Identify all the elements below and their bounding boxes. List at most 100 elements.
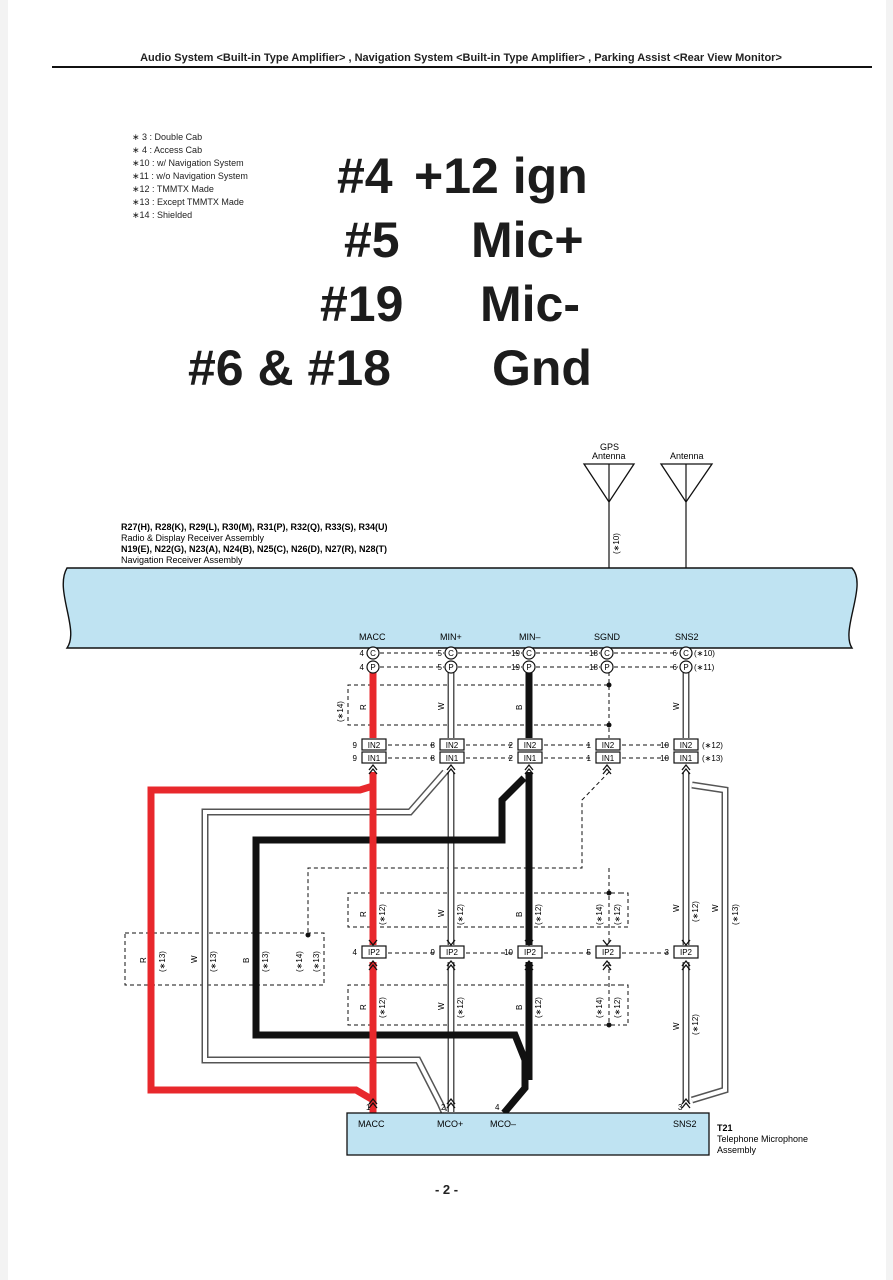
option-note: (∗12) (378, 904, 387, 925)
ip2-pin: 4 (353, 948, 358, 957)
overlay-pin-6-18: #6 & #18 (188, 340, 391, 396)
note-item: ∗ 3 : Double Cab (132, 132, 203, 142)
note-item: ∗10 : w/ Navigation System (132, 158, 244, 168)
p-letter: P (526, 663, 531, 672)
wire-color: B (515, 912, 524, 917)
in2-pin: 10 (660, 741, 669, 750)
p-pin: 19 (511, 663, 520, 672)
terminal-min-minus: MIN– (519, 632, 541, 642)
in2-pin: 2 (509, 741, 514, 750)
connector-chevrons (368, 763, 691, 1109)
ip2-label: IP2 (680, 948, 693, 957)
in2-label: IN2 (680, 741, 693, 750)
ip2-label: IP2 (446, 948, 459, 957)
connector-c-row (366, 646, 693, 674)
note-item: ∗11 : w/o Navigation System (132, 171, 248, 181)
in1-pin: 9 (353, 754, 358, 763)
page-header-title: Audio System <Built-in Type Amplifier> ,… (140, 52, 782, 64)
in2-label: IN2 (368, 741, 381, 750)
option-note: (∗12) (534, 904, 543, 925)
gps-option-note: (∗10) (612, 533, 621, 554)
p-pin: 18 (589, 663, 598, 672)
c-letter: C (604, 649, 610, 658)
wire-color: B (515, 1005, 524, 1010)
t21-pin: 1 (366, 1103, 371, 1112)
ip2-label: IP2 (524, 948, 537, 957)
option-notes: ∗ 3 : Double Cab ∗ 4 : Access Cab ∗10 : … (132, 131, 248, 222)
shield-note: (∗14) (336, 701, 345, 722)
note-item: ∗13 : Except TMMTX Made (132, 197, 244, 207)
option-note: (∗12) (534, 997, 543, 1018)
in2-label: IN2 (524, 741, 537, 750)
p-letter: P (370, 663, 375, 672)
page-number: - 2 - (434, 1182, 459, 1197)
overlay-label-gnd: Gnd (492, 340, 592, 396)
in2-label: IN2 (602, 741, 615, 750)
ip2-label: IP2 (602, 948, 615, 957)
option-note: (∗12) (378, 997, 387, 1018)
p-pin: 6 (673, 663, 678, 672)
wire-color: W (711, 904, 720, 912)
option-note: (∗12) (613, 997, 622, 1018)
overlay-label-mic-minus: Mic- (480, 276, 580, 332)
connector-dash-links (124, 652, 678, 1026)
c-pin: 19 (511, 649, 520, 658)
left-wire-color: W (190, 955, 199, 963)
wire-color: R (359, 704, 368, 710)
t21-pin: 3 (678, 1103, 683, 1112)
in1-note: (∗13) (702, 754, 723, 763)
in1-pin: 10 (660, 754, 669, 763)
c-pin: 18 (589, 649, 598, 658)
option-note: (∗14) (595, 997, 604, 1018)
nav-name: Navigation Receiver Assembly (121, 555, 243, 565)
overlay-label-mic-plus: Mic+ (471, 212, 584, 268)
t21-pin: 4 (495, 1103, 500, 1112)
p-row-note: (∗11) (694, 663, 715, 672)
option-note: (∗12) (456, 997, 465, 1018)
in1-label: IN1 (446, 754, 459, 763)
terminal-sgnd: SGND (594, 632, 621, 642)
in1-label: IN1 (680, 754, 693, 763)
receiver-name: Radio & Display Receiver Assembly (121, 533, 265, 543)
left-note: (∗14) (295, 951, 304, 972)
t21-name: Telephone Microphone (717, 1134, 808, 1144)
ip2-label: IP2 (368, 948, 381, 957)
option-note: (∗12) (691, 901, 700, 922)
t21-terminal: SNS2 (673, 1119, 697, 1129)
t21-body (346, 1112, 710, 1156)
ip2-pin: 5 (587, 948, 592, 957)
in2-label: IN2 (446, 741, 459, 750)
wire-color: W (672, 702, 681, 710)
ip2-pin: 3 (665, 948, 670, 957)
receiver-connectors: R27(H), R28(K), R29(L), R30(M), R31(P), … (121, 522, 388, 532)
option-note: (∗14) (595, 904, 604, 925)
note-item: ∗12 : TMMTX Made (132, 184, 214, 194)
in2-pin: 8 (431, 741, 436, 750)
header-rule (52, 66, 872, 68)
wires (147, 672, 729, 1116)
t21-terminal: MACC (358, 1119, 385, 1129)
in1-label: IN1 (368, 754, 381, 763)
terminal-min-plus: MIN+ (440, 632, 462, 642)
left-note: (∗13) (261, 951, 270, 972)
overlay-pin-4: #4 (337, 148, 393, 204)
p-letter: P (448, 663, 453, 672)
wire-color: W (437, 1002, 446, 1010)
overlay-pin-19: #19 (320, 276, 404, 332)
left-note: (∗13) (209, 951, 218, 972)
t21-terminal: MCO– (490, 1119, 516, 1129)
in2-pin: 9 (353, 741, 358, 750)
in-connectors (361, 738, 699, 764)
nav-connectors: N19(E), N22(G), N23(A), N24(B), N25(C), … (121, 544, 387, 554)
gps-label: GPS (600, 442, 619, 452)
in1-label: IN1 (524, 754, 537, 763)
ip2-pin: 9 (431, 948, 436, 957)
wire-color: R (359, 911, 368, 917)
wire-color: W (672, 1022, 681, 1030)
wire-color: B (515, 705, 524, 710)
t21-pin: 2 (441, 1103, 446, 1112)
receiver-body (62, 567, 858, 649)
in1-pin: 1 (587, 754, 592, 763)
c-letter: C (526, 649, 532, 658)
c-letter: C (683, 649, 689, 658)
